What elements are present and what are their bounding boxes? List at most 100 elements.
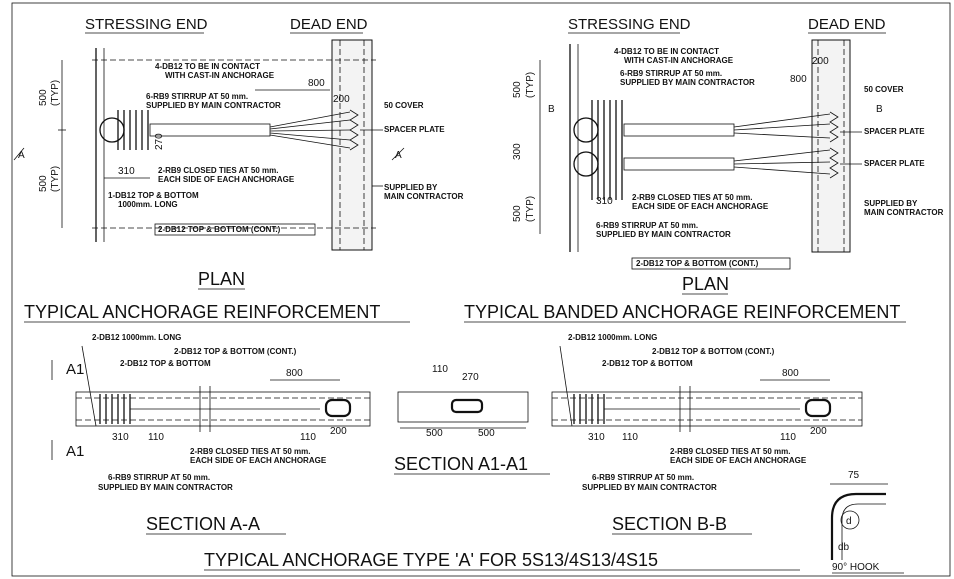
plan-right-title: PLAN bbox=[682, 274, 729, 294]
dead-anchor-aa bbox=[324, 398, 352, 418]
note-r-supplied-by: SUPPLIED BY bbox=[864, 199, 918, 208]
stressing-end-label-right: STRESSING END bbox=[568, 16, 691, 33]
dim-a1-110: 110 bbox=[432, 364, 448, 375]
section-mark-b-left: B bbox=[548, 104, 555, 115]
dim-aa-800: 800 bbox=[286, 368, 303, 379]
note-aa-db12-cont: 2-DB12 TOP & BOTTOM (CONT.) bbox=[174, 347, 297, 356]
note-cast-in: WITH CAST-IN ANCHORAGE bbox=[165, 71, 275, 80]
note-r-supplied: SUPPLIED BY MAIN CONTRACTOR bbox=[620, 78, 755, 87]
hook-title: 90° HOOK bbox=[832, 562, 880, 573]
bend-dia-circle bbox=[840, 510, 860, 530]
note-r-main-contractor: MAIN CONTRACTOR bbox=[864, 208, 944, 217]
note-aa-supplied: SUPPLIED BY MAIN CONTRACTOR bbox=[98, 483, 233, 492]
dim-310-r: 310 bbox=[596, 196, 613, 207]
dim-typ-top-r: (TYP) bbox=[525, 72, 536, 98]
hook-bar bbox=[830, 492, 886, 560]
note-r-2-db12-cont: 2-DB12 TOP & BOTTOM (CONT.) bbox=[636, 259, 759, 268]
note-r-6-rb9-b: 6-RB9 STIRRUP AT 50 mm. bbox=[596, 221, 698, 230]
slab-section-aa bbox=[75, 391, 371, 427]
stirrups-right bbox=[591, 100, 623, 200]
note-50-cover: 50 COVER bbox=[384, 101, 424, 110]
note-spacer-plate: SPACER PLATE bbox=[384, 125, 445, 134]
dim-500-top: 500 bbox=[38, 89, 49, 106]
note-r-spacer-2: SPACER PLATE bbox=[864, 159, 925, 168]
dead-end-label: DEAD END bbox=[290, 16, 368, 33]
stirrups-aa bbox=[99, 394, 131, 424]
stirrups-bb bbox=[573, 394, 605, 424]
note-bb-db12-tb: 2-DB12 TOP & BOTTOM bbox=[602, 359, 693, 368]
dim-bb-800: 800 bbox=[782, 368, 799, 379]
slab-section-bb bbox=[551, 391, 863, 427]
section-bb-title: SECTION B-B bbox=[612, 514, 727, 534]
dim-800: 800 bbox=[308, 78, 325, 89]
dim-800-r: 800 bbox=[790, 74, 807, 85]
note-6-rb9: 6-RB9 STIRRUP AT 50 mm. bbox=[146, 92, 248, 101]
section-mark-b-right: B bbox=[876, 104, 883, 115]
note-1000mm: 1000mm. LONG bbox=[118, 200, 178, 209]
dim-typ-bot-r: (TYP) bbox=[525, 196, 536, 222]
dim-bb-200: 200 bbox=[810, 426, 827, 437]
note-r-6-rb9: 6-RB9 STIRRUP AT 50 mm. bbox=[620, 69, 722, 78]
dim-a1-500a: 500 bbox=[426, 428, 443, 439]
section-a-a: 2-DB12 1000mm. LONG 2-DB12 TOP & BOTTOM … bbox=[51, 333, 371, 535]
spacer-plate bbox=[349, 109, 359, 151]
note-bb-db12-cont: 2-DB12 TOP & BOTTOM (CONT.) bbox=[652, 347, 775, 356]
section-b-b: 2-DB12 1000mm. LONG 2-DB12 TOP & BOTTOM … bbox=[551, 333, 863, 535]
anchor-a1 bbox=[450, 398, 484, 414]
plan-right: STRESSING END DEAD END bbox=[464, 16, 944, 323]
dim-310: 310 bbox=[118, 166, 135, 177]
stirrups-left bbox=[117, 110, 149, 150]
section-mark-a-right: A bbox=[395, 150, 402, 161]
stressing-end-label: STRESSING END bbox=[85, 16, 208, 33]
duct-1 bbox=[623, 123, 735, 137]
note-r-each-side: EACH SIDE OF EACH ANCHORAGE bbox=[632, 202, 769, 211]
hook-dim-75: 75 bbox=[848, 470, 860, 481]
tendon-duct bbox=[149, 123, 271, 137]
dead-anchor-bb bbox=[804, 398, 832, 418]
note-1-db12: 1-DB12 TOP & BOTTOM bbox=[108, 191, 199, 200]
note-main-contractor: MAIN CONTRACTOR bbox=[384, 192, 464, 201]
note-bb-rb9-ties: 2-RB9 CLOSED TIES AT 50 mm. bbox=[670, 447, 790, 456]
note-aa-rb9-stirrup: 6-RB9 STIRRUP AT 50 mm. bbox=[108, 473, 210, 482]
note-aa-each-side: EACH SIDE OF EACH ANCHORAGE bbox=[190, 456, 327, 465]
dim-a1-270: 270 bbox=[462, 372, 479, 383]
dead-end-wall bbox=[331, 39, 373, 251]
section-a1-a1: 110 270 500 500 SECTION A1-A1 bbox=[394, 364, 550, 475]
mark-a1-bottom: A1 bbox=[66, 443, 84, 460]
note-r-2-rb9: 2-RB9 CLOSED TIES AT 50 mm. bbox=[632, 193, 752, 202]
dim-bb-110a: 110 bbox=[622, 432, 638, 443]
slab-section-a1 bbox=[397, 391, 529, 423]
dead-end-label-right: DEAD END bbox=[808, 16, 886, 33]
dim-500-bot: 500 bbox=[38, 175, 49, 192]
dim-500-bot-r: 500 bbox=[512, 205, 523, 222]
note-r-spacer-1: SPACER PLATE bbox=[864, 127, 925, 136]
dim-aa-110a: 110 bbox=[148, 432, 164, 443]
note-bb-db12-1000: 2-DB12 1000mm. LONG bbox=[568, 333, 657, 342]
section-aa-title: SECTION A-A bbox=[146, 514, 260, 534]
note-aa-rb9-ties: 2-RB9 CLOSED TIES AT 50 mm. bbox=[190, 447, 310, 456]
hook-db: db bbox=[838, 542, 850, 553]
note-supplied: SUPPLIED BY MAIN CONTRACTOR bbox=[146, 101, 281, 110]
dim-aa-110b: 110 bbox=[300, 432, 316, 443]
note-bb-each-side: EACH SIDE OF EACH ANCHORAGE bbox=[670, 456, 807, 465]
dim-aa-200: 200 bbox=[330, 426, 347, 437]
sheet-border bbox=[11, 2, 951, 577]
dim-bb-310: 310 bbox=[588, 432, 605, 443]
note-r-cast-in: WITH CAST-IN ANCHORAGE bbox=[624, 56, 734, 65]
strand-fan bbox=[269, 111, 351, 149]
plan-left-title: PLAN bbox=[198, 269, 245, 289]
dim-typ-bot: (TYP) bbox=[50, 166, 61, 192]
plan-right-caption: TYPICAL BANDED ANCHORAGE REINFORCEMENT bbox=[464, 302, 900, 322]
section-a1-title: SECTION A1-A1 bbox=[394, 454, 528, 474]
dim-270: 270 bbox=[154, 133, 165, 150]
note-supplied-by: SUPPLIED BY bbox=[384, 183, 438, 192]
mark-a1-top: A1 bbox=[66, 361, 84, 378]
note-2-rb9: 2-RB9 CLOSED TIES AT 50 mm. bbox=[158, 166, 278, 175]
note-bb-supplied: SUPPLIED BY MAIN CONTRACTOR bbox=[582, 483, 717, 492]
main-title: TYPICAL ANCHORAGE TYPE 'A' FOR 5S13/4S13… bbox=[204, 550, 658, 570]
dim-500-top-r: 500 bbox=[512, 81, 523, 98]
note-r-50-cover: 50 COVER bbox=[864, 85, 904, 94]
note-aa-db12-1000: 2-DB12 1000mm. LONG bbox=[92, 333, 181, 342]
note-r-4-db12: 4-DB12 TO BE IN CONTACT bbox=[614, 47, 719, 56]
